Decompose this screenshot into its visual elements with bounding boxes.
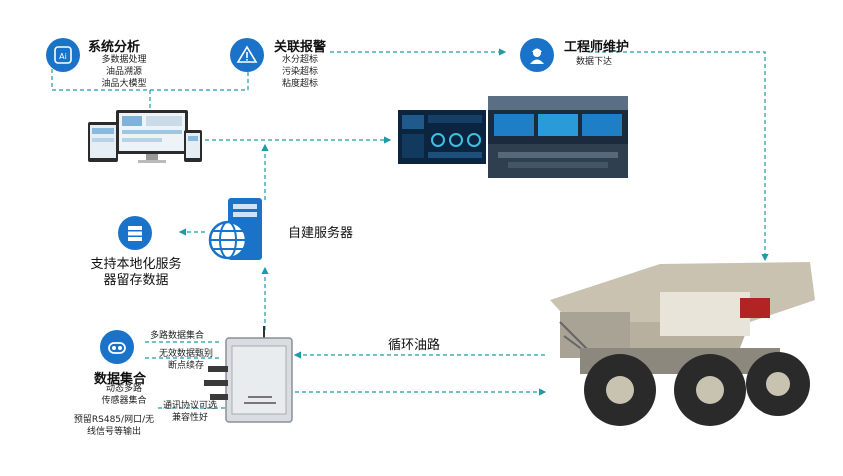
ai-icon: Ai: [46, 38, 80, 72]
ai-icon-text: Ai: [59, 52, 67, 61]
note-protocol-1: 通讯协议可选: [162, 401, 217, 411]
note-invalid: 无效数据甄别 断点续存: [146, 348, 226, 372]
note-multi: 多路数据集合: [150, 331, 205, 341]
warning-icon: [230, 38, 264, 72]
local-storage-line-1: 支持本地化服务: [90, 257, 182, 272]
system-analysis-line-3: 油品大模型: [101, 79, 147, 89]
alarm-line-1: 水分超标: [282, 55, 319, 65]
data-collect-bottom: 预留RS485/网口/无 线信号等输出: [54, 414, 174, 438]
alarm-list: 水分超标 污染超标 粘度超标: [282, 54, 318, 90]
storage-icon: [118, 216, 152, 250]
dashboard-devices-image: [86, 108, 204, 166]
circulation-label: 循环油路: [388, 338, 441, 353]
sensor-icon: [100, 330, 134, 364]
collector-device-image: [204, 326, 296, 426]
alarm-line-2: 污染超标: [282, 67, 319, 77]
control-room-image: [488, 96, 628, 178]
note-invalid-1: 无效数据甄别: [158, 349, 213, 359]
data-collect-sub-2: 传感器集合: [101, 396, 147, 406]
note-protocol: 通讯协议可选 兼容性好: [152, 400, 228, 424]
server-label: 自建服务器: [288, 226, 354, 241]
engineer-to-truck-line: [588, 51, 769, 262]
local-storage-text: 支持本地化服务 器留存数据: [66, 257, 206, 289]
alarm-line-3: 粘度超标: [282, 79, 319, 89]
note-invalid-2: 断点续存: [167, 361, 204, 371]
system-analysis-line-1: 多数据处理: [101, 55, 147, 65]
data-collect-sub: 动态多路 传感器集合: [84, 383, 164, 407]
engineer-title: 工程师维护: [564, 40, 630, 55]
data-collect-bottom-1: 预留RS485/网口/无: [73, 415, 155, 425]
server-icon: [208, 196, 280, 264]
alarm-title: 关联报警: [274, 40, 327, 55]
engineer-icon: [520, 38, 554, 72]
mining-truck-image: [540, 252, 820, 428]
note-protocol-2: 兼容性好: [171, 413, 208, 423]
data-collect-title: 数据集合: [94, 372, 147, 387]
data-collect-sub-1: 动态多路: [105, 384, 142, 394]
engineer-line-1: 数据下达: [576, 57, 613, 67]
system-analysis-line-2: 油品溯源: [105, 67, 142, 77]
data-collect-bottom-2: 线信号等输出: [86, 427, 141, 437]
monitoring-dashboard-image: [398, 110, 486, 164]
system-analysis-title: 系统分析: [88, 40, 141, 55]
system-analysis-list: 多数据处理 油品溯源 油品大模型: [80, 54, 168, 90]
local-storage-line-2: 器留存数据: [103, 273, 169, 288]
